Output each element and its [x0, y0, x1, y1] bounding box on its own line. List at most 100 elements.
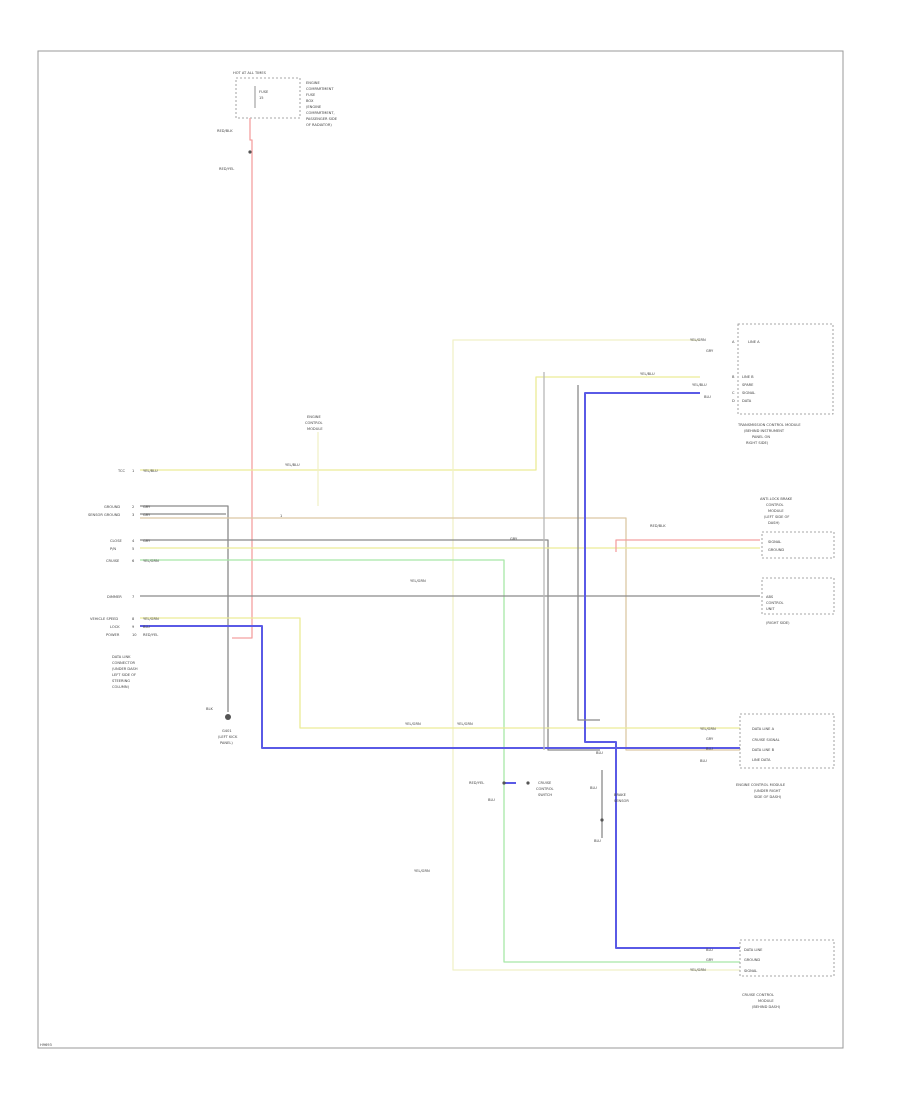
- abs-caption: ANTI-LOCK BRAKE: [760, 497, 793, 501]
- cruise-box: [739, 939, 835, 977]
- wire-gray-vertical: [577, 385, 600, 721]
- tcm-pin: LINE A: [748, 340, 760, 344]
- connector-pin-number: 3: [132, 513, 134, 517]
- fuse-number: 15: [259, 96, 264, 100]
- connector-pin-number: 1: [132, 469, 134, 473]
- connector-caption: COLUMN): [112, 685, 130, 689]
- tcm-wire-label: YEL/BLU: [692, 383, 707, 387]
- fuse-note-line: FUSE: [306, 93, 316, 97]
- engine-diag-label: ENGINE CONTROL MODULE: [305, 415, 323, 431]
- tcm-connector-pin: B: [732, 375, 735, 379]
- fuse-note-line: ENGINE: [306, 81, 320, 85]
- connector-pin-label: CLOSE: [110, 539, 122, 543]
- wire-blue-lock: [140, 625, 740, 749]
- ecm-wire-label: YEL/GRN: [700, 727, 716, 731]
- abs-caption: MODULE: [768, 509, 784, 513]
- ecm-pin: DATA LINE A: [752, 727, 775, 731]
- ground-caption: PANEL): [220, 741, 233, 745]
- connector-wire-label: GRY: [143, 505, 151, 509]
- connector-caption: STEERING: [112, 679, 130, 683]
- tcm-pin: LINE B: [742, 375, 754, 379]
- tcm-caption: TRANSMISSION CONTROL MODULE: [737, 423, 801, 427]
- wire-blue-tcm: [584, 392, 740, 949]
- ecm-caption: (UNDER RIGHT: [754, 789, 781, 793]
- wire-yellow-vss: [140, 617, 740, 729]
- splice-wire-label: RED/YEL: [469, 781, 484, 785]
- wire-label-gray: GRY: [510, 537, 518, 541]
- connector-pin-label: DIMMER: [107, 595, 122, 599]
- connector-wire-label: RED/YEL: [143, 633, 158, 637]
- ground-point: BLK G401 (LEFT KICK PANEL): [206, 707, 238, 745]
- wire-label-yellow-mid: YEL/GRN: [410, 579, 426, 583]
- tcm-connector-pin: D: [732, 399, 735, 403]
- ecm-caption: ENGINE CONTROL MODULE: [736, 783, 786, 787]
- speed-sensor-caption: CONTROL: [766, 601, 784, 605]
- fuse-note-line: COMPARTMENT,: [306, 111, 335, 115]
- connector-pin-number: 8: [132, 617, 135, 621]
- cruise-control-module: DATA LINE GROUND SIGNAL BLU GRY CRUISE C…: [706, 939, 835, 1009]
- abs-box: [761, 531, 835, 559]
- speed-sensor-caption: UNIT: [766, 607, 775, 611]
- connector-pin-label: TCC: [117, 469, 125, 473]
- wire-label-yellow-long: YEL/GRN: [690, 338, 706, 342]
- wire-label-blue-cruise: BLU: [488, 798, 495, 802]
- cruise-switch-splice: RED/YEL CRUISE CONTROL SWITCH: [469, 781, 554, 797]
- fuse-note-line: OF RADIATOR): [306, 123, 332, 127]
- connector-pin-label: P/N: [110, 547, 116, 551]
- abs-pin: SIGNAL: [768, 540, 781, 544]
- splice-caption: CONTROL: [536, 787, 554, 791]
- abs-caption: DASH): [768, 521, 780, 525]
- fuse-note-line: PASSENGER SIDE: [306, 117, 338, 121]
- cruise-caption: (BEHIND DASH): [752, 1005, 781, 1009]
- speed-sensor: ABS CONTROL UNIT (RIGHT SIDE): [761, 577, 835, 625]
- diag-caption: CONTROL: [305, 421, 323, 425]
- wire-gray-close: [140, 539, 600, 751]
- wire-label-red-vertical: RED/YEL: [219, 167, 234, 171]
- sensor-wire-label: BLU: [594, 839, 601, 843]
- wire-label-yellow-low: YEL/GRN: [414, 869, 430, 873]
- tcm-caption: (BEHIND INSTRUMENT: [744, 429, 785, 433]
- speed-sensor-caption: ABS: [766, 595, 774, 599]
- diag-caption: ENGINE: [307, 415, 321, 419]
- connector-pin-number: 10: [132, 633, 137, 637]
- connector-pin-number: 7: [132, 595, 134, 599]
- wire-label-yellow-cruise: YEL/GRN: [690, 968, 706, 972]
- wire-yellow-tcc: [140, 376, 700, 471]
- cruise-wire-label: GRY: [706, 958, 714, 962]
- wire-tan-data: [140, 517, 740, 751]
- splice-caption: CRUISE: [538, 781, 552, 785]
- wire-gray-ground: [140, 505, 229, 712]
- splice-dot: [526, 781, 530, 785]
- ecm-caption: SIDE OF DASH): [754, 795, 782, 799]
- splice-caption: SWITCH: [538, 793, 552, 797]
- connector-pin-label: SENSOR GROUND: [88, 513, 120, 517]
- connector-pin-number: 5: [132, 547, 134, 551]
- cruise-pin: GROUND: [744, 958, 760, 962]
- cruise-caption: CRUISE CONTROL: [742, 993, 774, 997]
- fuse-note-line: (ENGINE: [306, 105, 322, 109]
- tcm-pin: SIGNAL: [742, 391, 755, 395]
- ecm-wire-label: BLU: [700, 759, 707, 763]
- ecm-pin: DATA LINE B: [752, 748, 775, 752]
- ecm-wire-label: BLU: [706, 747, 713, 751]
- wire-label-yellow-ecm-2: YEL/GRN: [457, 722, 473, 726]
- tcm-box: [737, 323, 834, 415]
- wire-label-yellow-tcm: YEL/BLU: [640, 372, 655, 376]
- connector-wire-label: YEL/GRN: [143, 559, 159, 563]
- connector-pin-number: 9: [132, 625, 135, 629]
- sensor-dot: [600, 818, 604, 822]
- fuse-block-box: [235, 77, 301, 119]
- sensor-wire-label: BLU: [590, 786, 597, 790]
- connector-wire-label: YEL/BLU: [143, 469, 158, 473]
- fuse-block-header: HOT AT ALL TIMES: [233, 71, 267, 75]
- wire-green-cruise: [140, 559, 740, 963]
- connector-pin-label: POWER: [106, 633, 120, 637]
- fuse-block: HOT AT ALL TIMES FUSE 15 ENGINE COMPARTM…: [233, 71, 338, 127]
- cruise-pin: DATA LINE: [744, 948, 763, 952]
- connector-caption: CONNECTOR: [112, 661, 136, 665]
- abs-caption: (LEFT SIDE OF: [764, 515, 789, 519]
- brake-sensor-note: BRAKE SENSOR BLU BLU: [590, 786, 629, 843]
- wire-label-blue: BLU: [596, 751, 603, 755]
